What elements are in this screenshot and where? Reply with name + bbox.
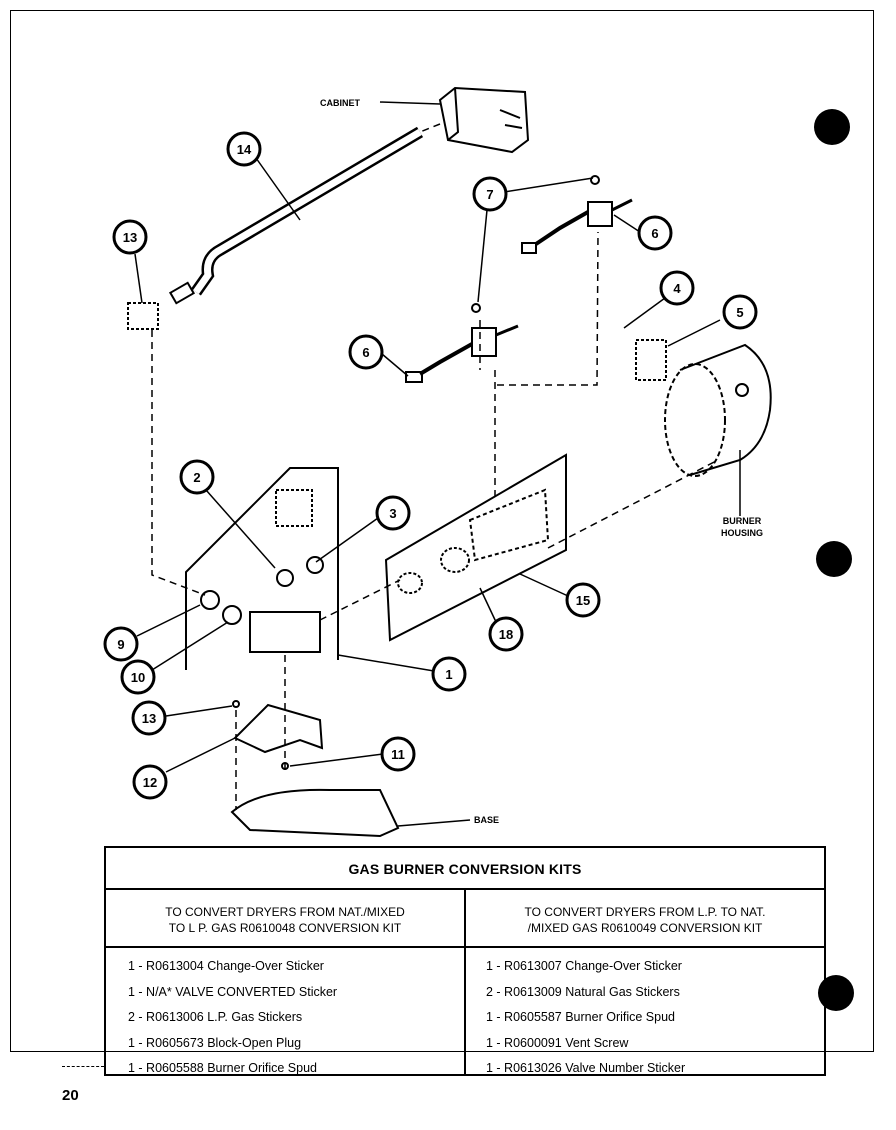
- table-title: GAS BURNER CONVERSION KITS: [106, 848, 824, 890]
- binder-hole-middle: [816, 541, 852, 577]
- nat-to-lp-header-line1: TO CONVERT DRYERS FROM NAT./MIXED: [165, 905, 405, 919]
- burner-housing-label-1: BURNER: [723, 516, 762, 526]
- binder-hole-top: [814, 109, 850, 145]
- lp-to-nat-column: TO CONVERT DRYERS FROM L.P. TO NAT. /MIX…: [466, 890, 824, 1075]
- list-item: 1 - R0605673 Block-Open Plug: [128, 1035, 302, 1050]
- burner-housing: [635, 339, 772, 516]
- margin-mark: [62, 1066, 104, 1067]
- callout-10: 10: [131, 670, 145, 685]
- assembly-lines: [151, 123, 719, 810]
- callout-7: 7: [486, 187, 493, 202]
- valve-bracket: [232, 700, 324, 770]
- page-number: 20: [62, 1087, 79, 1104]
- lp-to-nat-header-line2: /MIXED GAS R0610049 CONVERSION KIT: [527, 921, 763, 935]
- base: [230, 788, 471, 838]
- callout-3: 3: [389, 506, 396, 521]
- upper-sensor: [521, 175, 633, 254]
- callout-16: 15: [576, 593, 590, 608]
- list-item: 1 - R0613026 Valve Number Sticker: [486, 1061, 686, 1075]
- callout-11: 11: [391, 747, 405, 762]
- callout-6-upper: 6: [651, 226, 658, 241]
- callout-5: 5: [736, 305, 743, 320]
- gas-pipe: [168, 126, 424, 305]
- list-item: 2 - R0613009 Natural Gas Stickers: [486, 984, 680, 999]
- exploded-parts-diagram: 14 13 7 6 4 5 6 2 3 15 18 1 9 10 13 11 1…: [103, 86, 772, 838]
- callout-2: 2: [193, 470, 200, 485]
- callout-9: 9: [117, 637, 124, 652]
- nat-to-lp-column: TO CONVERT DRYERS FROM NAT./MIXED TO L P…: [106, 890, 466, 1075]
- callout-13: 13: [142, 711, 156, 726]
- nat-to-lp-header: TO CONVERT DRYERS FROM NAT./MIXED TO L P…: [106, 890, 464, 948]
- lp-to-nat-items: 1 - R0613007 Change-Over Sticker 2 - R06…: [466, 948, 824, 1082]
- callout-circles: [103, 131, 758, 800]
- burner-housing-label-2: HOUSING: [721, 528, 763, 538]
- callout-1: 1: [445, 667, 452, 682]
- list-item: 1 - R0600091 Vent Screw: [486, 1035, 629, 1050]
- callout-18: 18: [499, 627, 513, 642]
- list-item: 2 - R0613006 L.P. Gas Stickers: [128, 1010, 303, 1024]
- page-border: [10, 10, 874, 1052]
- cabinet-bracket: [379, 86, 530, 154]
- callout-12: 12: [143, 775, 157, 790]
- list-item: 1 - R0613004 Change-Over Sticker: [128, 959, 324, 973]
- callout-4: 4: [673, 281, 681, 296]
- callout-numbers: 14 13 7 6 4 5 6 2 3 15 18 1 9 10 13 11 1…: [117, 142, 743, 790]
- callout-15: 14: [237, 142, 252, 157]
- list-item: 1 - R0605588 Burner Orifice Spud: [128, 1061, 317, 1075]
- list-item: 1 - N/A* VALVE CONVERTED Sticker: [128, 984, 338, 999]
- list-item: 1 - R0605587 Burner Orifice Spud: [486, 1010, 675, 1024]
- pipe-connector: [127, 302, 159, 330]
- lp-to-nat-header-line1: TO CONVERT DRYERS FROM L.P. TO NAT.: [524, 905, 766, 919]
- nat-to-lp-items: 1 - R0613004 Change-Over Sticker 1 - N/A…: [106, 948, 464, 1082]
- gas-valve: [185, 467, 339, 670]
- leader-lines: [134, 157, 721, 773]
- list-item: 1 - R0613007 Change-Over Sticker: [486, 959, 682, 973]
- cabinet-label: CABINET: [320, 98, 361, 108]
- base-label: BASE: [474, 815, 499, 825]
- lp-to-nat-header: TO CONVERT DRYERS FROM L.P. TO NAT. /MIX…: [466, 890, 824, 948]
- nat-to-lp-header-line2: TO L P. GAS R0610048 CONVERSION KIT: [168, 921, 402, 935]
- lower-sensor: [405, 303, 519, 383]
- callout-14: 13: [123, 230, 137, 245]
- callout-6-lower: 6: [362, 345, 369, 360]
- burner-plate: [384, 453, 567, 642]
- conversion-kits-table: GAS BURNER CONVERSION KITS TO CONVERT DR…: [104, 846, 826, 1076]
